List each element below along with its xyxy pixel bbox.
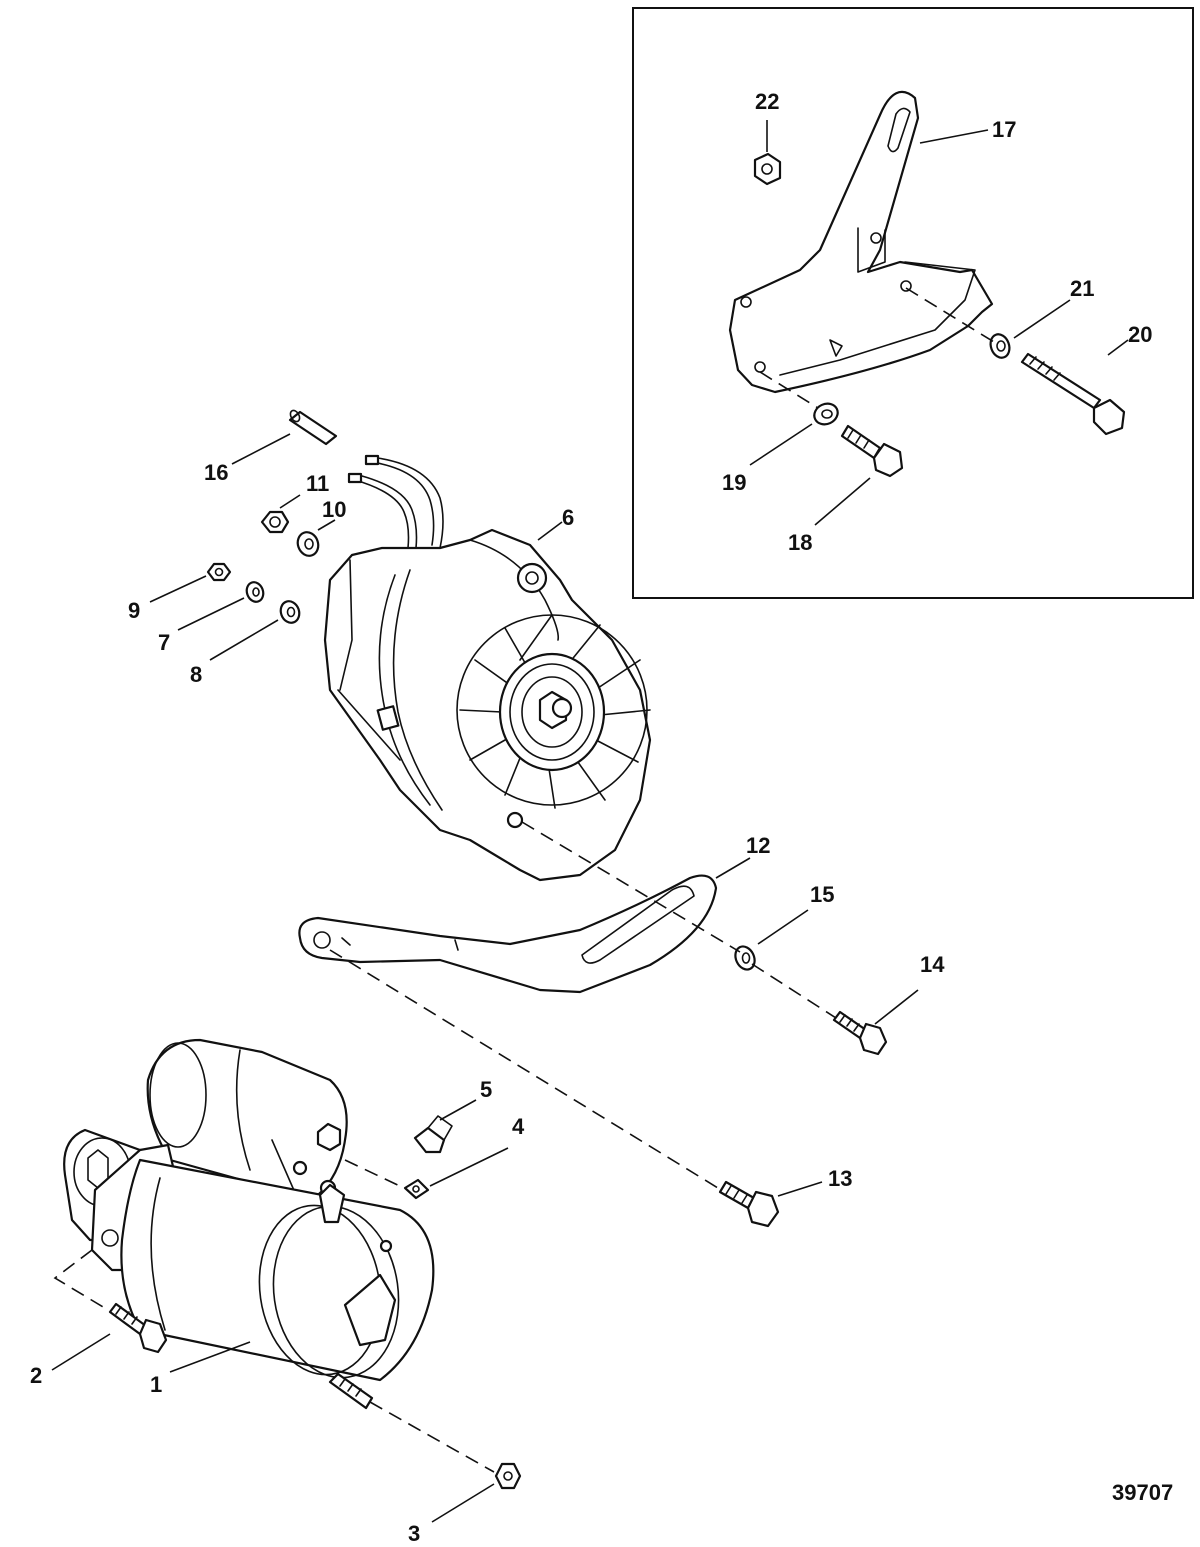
leader-18 <box>814 477 871 526</box>
part-16-pin <box>288 409 338 446</box>
part-6-alternator <box>323 528 652 882</box>
callout-11: 11 <box>306 471 329 496</box>
part-9-nut <box>206 562 232 582</box>
figure-id: 39707 <box>1112 1480 1173 1505</box>
callout-20: 20 <box>1128 322 1152 347</box>
callout-15: 15 <box>810 882 834 907</box>
inset-frame <box>632 7 1194 599</box>
part-19-washer <box>813 402 839 426</box>
leader-7 <box>177 597 245 631</box>
callout-16: 16 <box>204 460 228 485</box>
callout-6: 6 <box>562 505 574 530</box>
callout-5: 5 <box>480 1077 492 1102</box>
part-22-nut <box>753 152 782 186</box>
part-18-bolt <box>840 424 904 478</box>
part-11-nut <box>260 510 290 534</box>
part-3-nut <box>494 1462 522 1490</box>
callout-2: 2 <box>30 1363 42 1388</box>
part-7-washer <box>245 581 265 603</box>
leader-5 <box>439 1099 477 1121</box>
part-20-bolt <box>1020 352 1126 436</box>
part-13-bolt <box>718 1180 780 1228</box>
callout-22: 22 <box>755 89 779 114</box>
callout-13: 13 <box>828 1166 852 1191</box>
part-2-bolt <box>108 1302 168 1354</box>
part-21-washer <box>989 333 1011 359</box>
callout-4: 4 <box>512 1114 525 1139</box>
leader-11 <box>279 494 301 509</box>
part-15-washer <box>734 945 756 971</box>
part-1-starter-motor <box>63 1038 435 1410</box>
leader-9 <box>149 575 207 603</box>
part-4-square-nut <box>403 1178 430 1200</box>
alternator-fan <box>456 614 651 809</box>
callout-10: 10 <box>322 497 346 522</box>
leader-17 <box>919 129 989 144</box>
leader-14 <box>874 989 919 1025</box>
leader-3 <box>431 1483 495 1523</box>
leader-4 <box>429 1147 509 1187</box>
callout-1: 1 <box>150 1372 162 1397</box>
part-10-washer <box>296 531 320 557</box>
leader-21 <box>1013 299 1071 339</box>
callout-18: 18 <box>788 530 812 555</box>
leader-2 <box>51 1333 111 1371</box>
leader-16 <box>231 433 291 465</box>
callout-labels: 1 2 3 4 5 6 7 8 9 10 11 12 13 14 15 16 1… <box>30 89 1173 1546</box>
callout-17: 17 <box>992 117 1016 142</box>
wire-leads <box>347 454 444 549</box>
part-5-bolt <box>413 1115 453 1154</box>
callout-12: 12 <box>746 833 770 858</box>
callout-3: 3 <box>408 1521 420 1546</box>
leader-13 <box>777 1181 823 1197</box>
callout-7: 7 <box>158 630 170 655</box>
leader-19 <box>749 423 813 466</box>
leader-10 <box>317 519 336 531</box>
alternator-pulley <box>498 652 606 772</box>
callout-9: 9 <box>128 598 140 623</box>
leader-1 <box>169 1341 251 1373</box>
callout-19: 19 <box>722 470 746 495</box>
part-14-bolt <box>832 1010 888 1056</box>
leader-15 <box>757 909 809 945</box>
leader-8 <box>209 619 279 661</box>
callout-8: 8 <box>190 662 202 687</box>
part-8-washer <box>279 600 301 624</box>
callout-14: 14 <box>920 952 945 977</box>
part-12-adjusting-bracket <box>298 874 718 994</box>
leader-20 <box>1107 339 1129 356</box>
inset-panel <box>632 7 1194 599</box>
assembly-lines <box>53 287 995 1473</box>
part-17-bracket <box>728 90 994 394</box>
leader-6 <box>537 521 563 541</box>
leader-12 <box>715 857 751 879</box>
callout-21: 21 <box>1070 276 1094 301</box>
